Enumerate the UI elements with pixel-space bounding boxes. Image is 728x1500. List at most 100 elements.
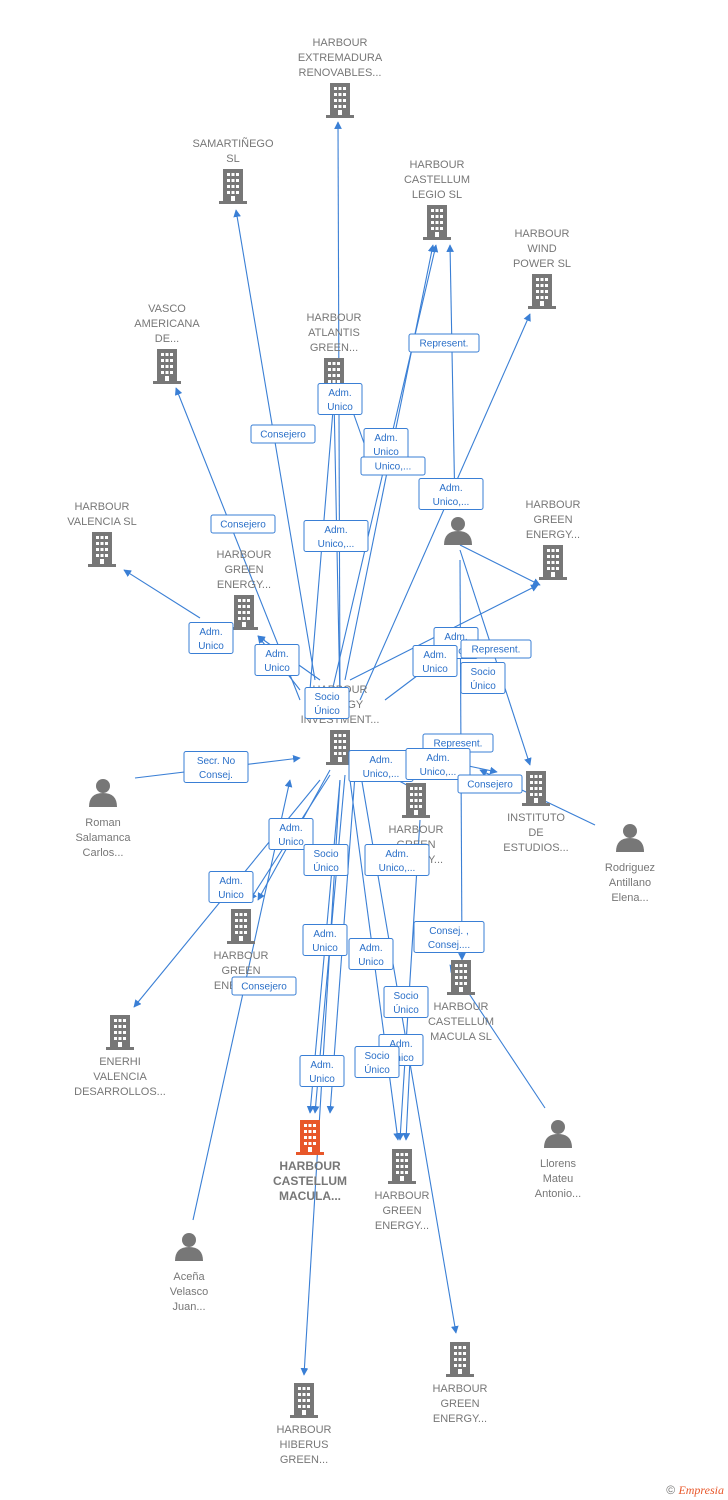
edge-label-box[interactable]: [460, 639, 532, 659]
edge-label-box[interactable]: [460, 662, 506, 694]
edge-label[interactable]: Adm.Unico,...: [348, 750, 414, 782]
edge-label-box[interactable]: [254, 644, 300, 676]
node-vasco[interactable]: VASCOAMERICANADE...: [134, 303, 200, 384]
node-greenenergy_bb[interactable]: HARBOURGREENENERGY...: [432, 1342, 488, 1425]
building-icon[interactable]: [106, 1015, 134, 1050]
building-icon[interactable]: [447, 960, 475, 995]
edge-label-box[interactable]: [231, 976, 297, 996]
edge-label-box[interactable]: [188, 622, 234, 654]
building-icon[interactable]: [522, 771, 550, 806]
edge-label[interactable]: Unico,...: [360, 456, 426, 476]
node-instituto[interactable]: INSTITUTODEESTUDIOS...: [503, 771, 569, 854]
edge-label[interactable]: Consejero: [457, 774, 523, 794]
edge-label-box[interactable]: [183, 751, 249, 783]
person-icon[interactable]: [544, 1120, 572, 1148]
edge-label[interactable]: Adm.Unico: [299, 1055, 345, 1087]
person-icon[interactable]: [175, 1233, 203, 1261]
edge-label-box[interactable]: [418, 478, 484, 510]
node-main[interactable]: HARBOURCASTELLUMMACULA...: [273, 1120, 347, 1203]
edge-label[interactable]: Adm.Unico: [302, 924, 348, 956]
edge-label[interactable]: Adm.Unico,...: [418, 478, 484, 510]
node-greenenergy_b[interactable]: HARBOURGREENENERGY...: [374, 1149, 430, 1232]
edge-label[interactable]: Adm.Unico,...: [364, 844, 430, 876]
edge-label-box[interactable]: [299, 1055, 345, 1087]
edge-label-box[interactable]: [408, 333, 480, 353]
edge-label[interactable]: Adm.Unico: [412, 645, 458, 677]
building-icon[interactable]: [219, 169, 247, 204]
edge-label-box[interactable]: [208, 871, 254, 903]
building-icon[interactable]: [402, 783, 430, 818]
edge-label[interactable]: Adm.Unico: [208, 871, 254, 903]
edge-label-box[interactable]: [302, 924, 348, 956]
edge-label-box[interactable]: [383, 986, 429, 1018]
edge-label[interactable]: Adm.Unico,...: [405, 748, 471, 780]
edge-label-box[interactable]: [412, 645, 458, 677]
edge-label[interactable]: Adm.Unico: [348, 938, 394, 970]
building-icon[interactable]: [290, 1383, 318, 1418]
building-icon[interactable]: [296, 1120, 324, 1155]
node-roman[interactable]: RomanSalamancaCarlos...: [75, 779, 131, 859]
edge-label[interactable]: Adm.Unico,...: [303, 520, 369, 552]
edge-label-box[interactable]: [360, 456, 426, 476]
building-icon[interactable]: [423, 205, 451, 240]
node-hiberus[interactable]: HARBOURHIBERUSGREEN...: [276, 1383, 332, 1466]
edge-label[interactable]: Represent.: [460, 639, 532, 659]
edge-label[interactable]: Adm.Unico: [188, 622, 234, 654]
edge-label-box[interactable]: [405, 748, 471, 780]
edge-label[interactable]: Consej. ,Consej....: [413, 921, 485, 953]
edge-label-box[interactable]: [210, 514, 276, 534]
node-acena[interactable]: AceñaVelascoJuan...: [170, 1233, 209, 1313]
edge-label[interactable]: Adm.Unico: [254, 644, 300, 676]
edge-label[interactable]: Adm.Unico: [317, 383, 363, 415]
edge-label-box[interactable]: [413, 921, 485, 953]
edge-label[interactable]: Adm.Unico: [268, 818, 314, 850]
building-icon[interactable]: [539, 545, 567, 580]
node-extremadura[interactable]: HARBOUREXTREMADURARENOVABLES...: [298, 37, 383, 118]
node-greenenergy_l[interactable]: HARBOURGREENENERGY...: [216, 549, 272, 630]
edge-label-box[interactable]: [457, 774, 523, 794]
building-icon[interactable]: [227, 909, 255, 944]
node-llorens2[interactable]: LlorensMateuAntonio...: [535, 1120, 581, 1200]
person-icon[interactable]: [616, 824, 644, 852]
edge-label[interactable]: Represent.: [422, 733, 494, 753]
building-icon[interactable]: [326, 83, 354, 118]
edge-label-box[interactable]: [317, 383, 363, 415]
node-greenenergy_r[interactable]: HARBOURGREENENERGY...: [525, 499, 581, 580]
edge-label-box[interactable]: [364, 844, 430, 876]
edge-label-box[interactable]: [303, 844, 349, 876]
edge-label-box[interactable]: [348, 938, 394, 970]
node-enerhi[interactable]: ENERHIVALENCIADESARROLLOS...: [74, 1015, 166, 1098]
edge-label-box[interactable]: [304, 687, 350, 719]
empresia-logo[interactable]: Empresia: [678, 1483, 724, 1497]
building-icon[interactable]: [446, 1342, 474, 1377]
edge-label-box[interactable]: [303, 520, 369, 552]
person-icon[interactable]: [444, 517, 472, 545]
node-atlantis[interactable]: HARBOURATLANTISGREEN...: [306, 312, 362, 393]
building-icon[interactable]: [230, 595, 258, 630]
edge-label-box[interactable]: [268, 818, 314, 850]
edge-label[interactable]: Represent.: [408, 333, 480, 353]
edge-label-box[interactable]: [250, 424, 316, 444]
edge-label[interactable]: Consejero: [250, 424, 316, 444]
node-rodriguez[interactable]: RodriguezAntillanoElena...: [605, 824, 655, 904]
edge-label[interactable]: Consejero: [231, 976, 297, 996]
building-icon[interactable]: [153, 349, 181, 384]
edge-label-box[interactable]: [354, 1046, 400, 1078]
edge-label[interactable]: Adm.Unico: [363, 428, 409, 460]
building-icon[interactable]: [528, 274, 556, 309]
person-icon[interactable]: [89, 779, 117, 807]
edge-label[interactable]: Consejero: [210, 514, 276, 534]
building-icon[interactable]: [88, 532, 116, 567]
building-icon[interactable]: [388, 1149, 416, 1184]
